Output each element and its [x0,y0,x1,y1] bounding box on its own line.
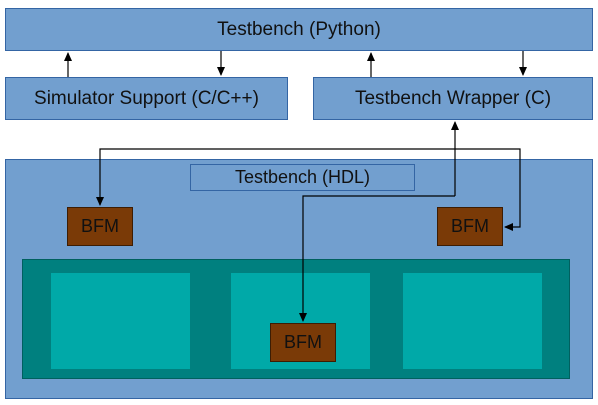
testbench-python-block: Testbench (Python) [5,8,593,51]
testbench-hdl-title: Testbench (HDL) [190,164,415,191]
bfm-center-block: BFM [270,323,336,362]
dut-submodule-left [50,272,191,370]
testbench-wrapper-label: Testbench Wrapper (C) [354,87,552,109]
testbench-wrapper-block: Testbench Wrapper (C) [313,77,593,120]
simulator-support-label: Simulator Support (C/C++) [34,87,259,109]
bfm-center-label: BFM [284,332,322,352]
bfm-right-block: BFM [437,207,503,246]
bfm-right-label: BFM [451,216,489,236]
simulator-support-block: Simulator Support (C/C++) [5,77,288,120]
testbench-python-label: Testbench (Python) [217,18,381,40]
bfm-left-label: BFM [81,216,119,236]
bfm-left-block: BFM [67,207,133,246]
dut-submodule-right [402,272,543,370]
testbench-hdl-label: Testbench (HDL) [234,167,371,187]
